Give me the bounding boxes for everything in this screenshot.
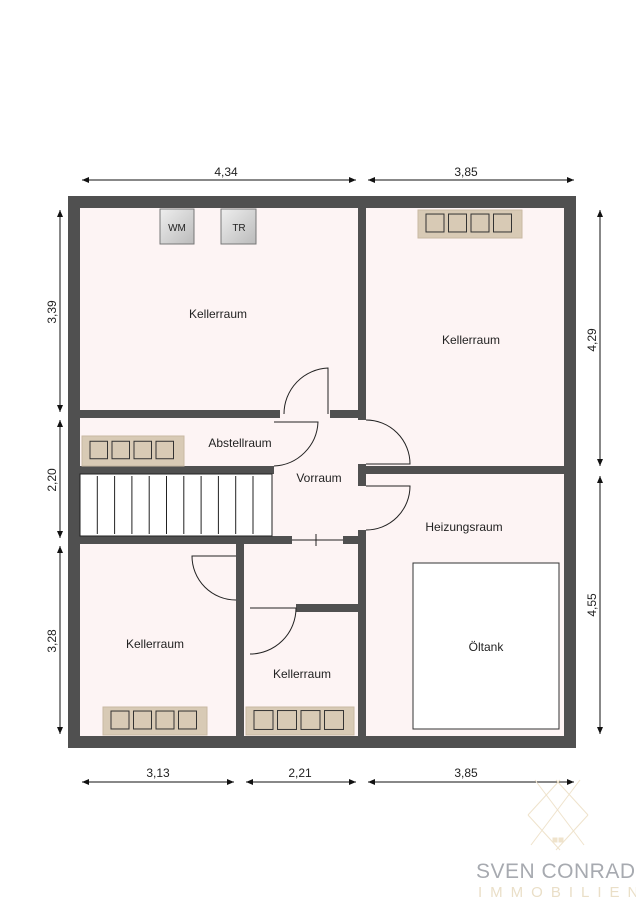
dimension-lines [57,177,603,785]
dim-top-right: 3,85 [454,165,478,179]
room-label-kellerraum-top-right: Kellerraum [442,333,500,347]
dim-left-top: 3,39 [45,300,59,324]
radiator [245,706,355,736]
logo-subtext: IMMOBILIEN [478,884,636,901]
radiator [417,209,523,239]
dim-right-bottom: 4,55 [585,593,599,617]
room-label-heizungsraum: Heizungsraum [425,520,502,534]
dim-left-middle: 2,20 [45,468,59,492]
dim-bottom-left: 3,13 [146,766,170,780]
logo-text: SVEN CONRAD [476,860,636,883]
room-label-kellerraum-top-left: Kellerraum [189,307,247,321]
walls [68,196,576,748]
dim-bottom-middle: 2,21 [288,766,312,780]
oil-tank-label: Öltank [469,640,505,654]
doors [191,367,411,655]
room-label-vorraum: Vorraum [296,471,341,485]
svg-text:WM: WM [168,223,186,234]
radiator [81,435,185,467]
oil-tank [412,562,560,730]
room-label-abstellraum: Abstellraum [208,436,271,450]
staircase [79,473,273,537]
radiator [102,706,208,736]
dim-bottom-right: 3,85 [454,766,478,780]
dim-right-top: 4,29 [585,328,599,352]
washing-machine: WM [159,208,195,245]
radiators [81,209,523,736]
svg-text:TR: TR [232,223,245,234]
logo-mark-icon [527,779,589,851]
dryer: TR [220,208,257,245]
dim-left-bottom: 3,28 [45,629,59,653]
room-label-kellerraum-bottom-left: Kellerraum [126,637,184,651]
room-label-kellerraum-bottom-middle: Kellerraum [273,667,331,681]
dim-top-left: 4,34 [214,165,238,179]
